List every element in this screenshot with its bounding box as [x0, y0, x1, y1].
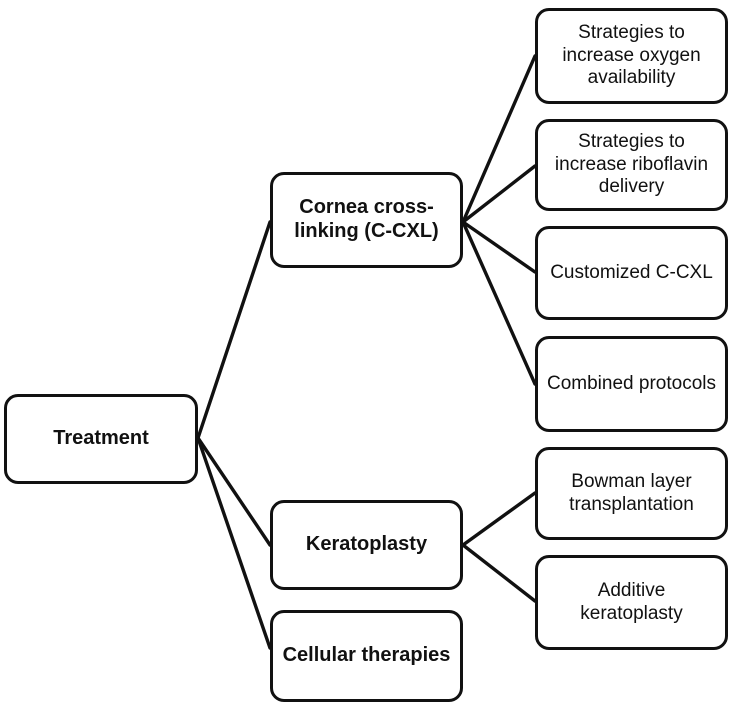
node-treatment[interactable]: Treatment [4, 394, 198, 484]
node-cellular-therapies[interactable]: Cellular therapies [270, 610, 463, 702]
connector-cornea-cross-linking-to-combined-protocols [461, 220, 537, 386]
connector-treatment-to-cellular-therapies [196, 436, 272, 650]
node-additive-keratoplasty[interactable]: Additive keratoplasty [535, 555, 728, 650]
node-keratoplasty[interactable]: Keratoplasty [270, 500, 463, 590]
node-customized-c-cxl-label: Customized C-CXL [550, 261, 713, 283]
node-strategies-riboflavin-label: Strategies to increase riboflavin delive… [554, 131, 709, 198]
node-bowman-layer-transplantation-label: Bowman layer transplantation [569, 471, 694, 515]
connector-cornea-cross-linking-to-customized-c-cxl [461, 220, 537, 274]
node-strategies-riboflavin[interactable]: Strategies to increase riboflavin delive… [535, 119, 728, 211]
connector-treatment-to-keratoplasty [196, 436, 272, 547]
connector-treatment-to-cornea-cross-linking [196, 220, 272, 440]
node-keratoplasty-label: Keratoplasty [305, 533, 428, 556]
node-strategies-oxygen-label: Strategies to increase oxygen availabili… [562, 22, 701, 89]
node-cornea-cross-linking-label: Cornea cross-linking (C-CXL) [294, 196, 439, 242]
node-additive-keratoplasty-label: Additive keratoplasty [580, 580, 683, 624]
connector-keratoplasty-to-additive-keratoplasty [461, 543, 537, 603]
node-combined-protocols-label: Combined protocols [547, 372, 716, 394]
node-strategies-oxygen[interactable]: Strategies to increase oxygen availabili… [535, 8, 728, 104]
connector-keratoplasty-to-bowman-layer-transplantation [461, 491, 537, 547]
connector-cornea-cross-linking-to-strategies-riboflavin [461, 164, 537, 224]
node-treatment-label: Treatment [53, 427, 149, 450]
node-bowman-layer-transplantation[interactable]: Bowman layer transplantation [535, 447, 728, 540]
connector-cornea-cross-linking-to-strategies-oxygen [461, 54, 537, 224]
node-cornea-cross-linking[interactable]: Cornea cross-linking (C-CXL) [270, 172, 463, 268]
node-customized-c-cxl[interactable]: Customized C-CXL [535, 226, 728, 320]
node-combined-protocols[interactable]: Combined protocols [535, 336, 728, 432]
node-cellular-therapies-label: Cellular therapies [282, 644, 451, 667]
